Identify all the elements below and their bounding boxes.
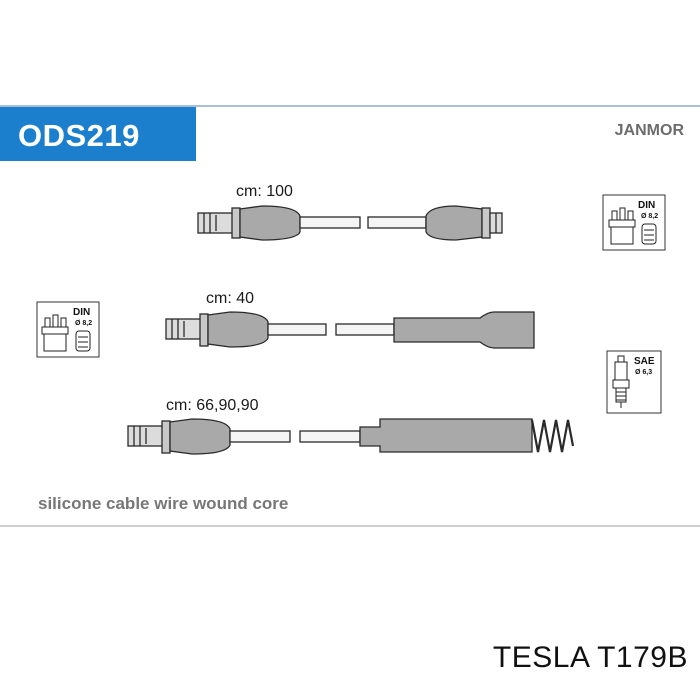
- lead-2-right-boot: [393, 311, 535, 349]
- lead-3-left-boot: [169, 418, 231, 455]
- connector-din-right-standard: DIN: [638, 200, 655, 211]
- lead-2-left-terminal: [165, 313, 209, 347]
- connector-sae-size: Ø 6,3: [635, 369, 652, 376]
- product-description: silicone cable wire wound core: [38, 494, 289, 513]
- lead-1: [197, 205, 503, 241]
- connector-sae-standard: SAE: [634, 356, 655, 367]
- lead-2-cable-b: [335, 323, 395, 336]
- footer-divider: [0, 525, 700, 527]
- lead-3-length: cm: 66,90,90: [166, 397, 259, 414]
- lead-1-cable-b: [367, 216, 427, 229]
- lead-2: [165, 311, 535, 349]
- product-code-banner: [0, 107, 196, 161]
- lead-3-cable-b: [299, 430, 361, 443]
- spark-plug-icon: [612, 355, 630, 408]
- lead-1-left-boot: [239, 205, 301, 241]
- lead-3-right-boot: [359, 418, 533, 453]
- product-code: ODS219: [18, 118, 140, 153]
- lead-3-spring: [530, 419, 575, 453]
- distributor-cap-icon: [608, 207, 657, 245]
- lead-1-left-terminal: [197, 207, 241, 239]
- lead-1-right-terminal: [481, 207, 503, 239]
- connector-din-left-standard: DIN: [73, 307, 90, 318]
- lead-3: [127, 418, 575, 455]
- lead-2-length: cm: 40: [206, 290, 255, 307]
- lead-3-left-terminal: [127, 420, 171, 454]
- connector-din-right: DIN Ø 8,2: [602, 194, 666, 251]
- lead-1-length: cm: 100: [236, 183, 293, 200]
- brand-name: JANMOR: [614, 122, 684, 139]
- lead-3-cable-a: [229, 430, 291, 443]
- connector-din-left-size: Ø 8,2: [75, 320, 92, 327]
- connector-din-left: DIN Ø 8,2: [36, 301, 100, 358]
- lead-2-cable-a: [267, 323, 327, 336]
- distributor-cap-icon: [41, 314, 91, 352]
- header-divider: [0, 105, 700, 107]
- lead-1-cable-a: [299, 216, 361, 229]
- lead-1-right-boot: [425, 205, 483, 241]
- lead-2-left-boot: [207, 311, 269, 348]
- connector-sae: SAE Ø 6,3: [606, 350, 662, 414]
- part-reference: TESLA T179B: [492, 641, 688, 674]
- connector-din-right-size: Ø 8,2: [641, 213, 658, 220]
